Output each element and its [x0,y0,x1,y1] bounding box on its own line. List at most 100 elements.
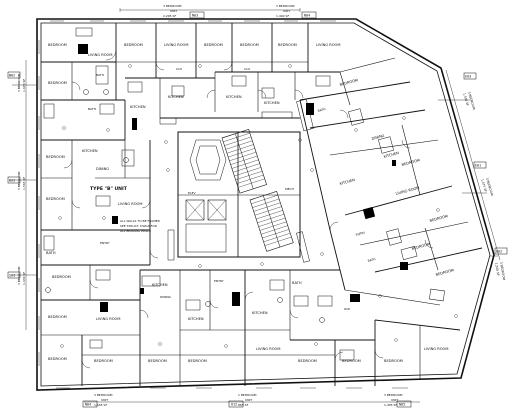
room-label-bath: BATH [46,251,56,255]
room-label-bedroom: BEDROOM [204,43,223,47]
unit-tag-line: 1,565 SF [494,262,500,276]
room-label-living-room: LIVING ROOM [316,43,340,47]
room-label-laundry: W/D [344,307,351,311]
room-labels: BEDROOM LIVING ROOM BEDROOM LIVING ROOM … [46,43,454,363]
unit-tag-line: UNIT [391,398,398,402]
room-label-bedroom: BEDROOM [240,43,259,47]
core-note: ALL WALLS TO BE FRAMED SEE STRUCT. DWGS … [120,219,161,233]
unit-tag-line: UNIT [101,398,108,402]
unit-type-label: TYPE "B" UNIT [90,186,128,192]
room-label-living-room: LIVING ROOM [164,43,188,47]
unit-code: N05 [399,403,405,407]
room-label-bath: BATH [317,107,326,113]
room-label-kitchen: KITCHEN [264,101,280,105]
unit-code: E01 [475,164,481,168]
unit-tag-line: 3 BEDROOM [485,177,494,196]
room-label-bedroom: BEDROOM [46,197,65,201]
solid-elements [78,44,408,312]
room-label-bedroom: BEDROOM [52,275,71,279]
room-label: MECH [285,187,294,191]
callout-markers [58,64,458,348]
note-line: ALL BEARING WALLS [120,229,151,233]
room-label-living-room: LIVING ROOM [256,347,280,351]
room-label-bedroom: BEDROOM [342,359,361,363]
unit-tag-line: 1 BEDROOM [238,393,257,397]
unit-tag-line: 3 BEDROOM [384,393,403,397]
fixtures [43,27,445,361]
unit-code: N04 [85,403,91,407]
interior-walls [41,23,483,386]
unit-code: W02 [9,74,15,78]
unit-tag-line: 3 BEDROOM [94,393,113,397]
room-label-kitchen: KITCHEN [82,149,98,153]
unit-tag-line: 1,565 SF [22,177,26,190]
note-line: ALL WALLS TO BE FRAMED [120,219,161,223]
unit-code: N04 [304,14,310,18]
unit-tag-bottom-right: 3 BEDROOM UNIT 1,405 SF N05 [384,393,412,408]
unit-tag-left-1: 3 BEDROOM 1,670 SF [17,73,26,92]
unit-tag-line: 1,500 SF [462,93,470,107]
room-label-kitchen: KITCHEN [383,151,399,159]
unit-tag-line: 1,670 SF [22,79,26,92]
unit-tag-line: UNIT [245,398,252,402]
room-label-dining: DINING [160,295,172,299]
room-label-bedroom: BEDROOM [278,43,297,47]
room-label-living-room: LIVING ROOM [118,202,142,206]
room-label-entry: ENTRY [214,279,224,283]
room-label-bath: BATH [367,257,376,263]
dimension-lines [12,8,501,403]
unit-tag-left-3: 3 BEDROOM 1,430 SF [17,266,26,285]
room-label-bedroom: BEDROOM [188,359,207,363]
lobby-outline [189,139,227,181]
windows [38,20,408,389]
room-label: ELEV [188,191,196,195]
unit-code: N03 [192,14,198,18]
room-label-bedroom: BEDROOM [48,81,67,85]
unit-tag-right-1: 3 BEDROOM 1,500 SF [462,91,476,110]
unit-tag-line: 1,430 SF [22,272,26,285]
room-label-entry: ENTRY [100,241,110,245]
room-label-living-room: LIVING ROOM [395,186,420,196]
room-label-bedroom: BEDROOM [339,78,358,87]
unit-tag-bottom-mid: 1 BEDROOM UNIT 865 SF A12 [228,393,257,408]
room-label-bedroom: BEDROOM [48,357,67,361]
unit-tag-top-left: 3 BEDROOM UNIT 2,295 SF N03 [163,4,205,19]
room-label-bedroom: BEDROOM [124,43,143,47]
room-label-kitchen: KITCHEN [188,317,204,321]
room-label-bedroom: BEDROOM [384,359,403,363]
unit-code: A12 [231,403,237,407]
unit-code: E03 [465,75,471,79]
room-label-bedroom: BEDROOM [48,315,67,319]
room-label-bedroom: BEDROOM [435,268,454,277]
room-label-living-room: LIVING ROOM [424,347,448,351]
central-core: ELEV MECH [177,128,301,258]
room-label-kitchen: KITCHEN [130,105,146,109]
room-label-bedroom: BEDROOM [298,359,317,363]
unit-tag-left-2: 3 BEDROOM 1,565 SF [17,171,26,190]
unit-tag-bottom-left: 3 BEDROOM UNIT 1,645 SF N04 [82,393,113,408]
unit-tag-line: 1,405 SF [384,403,397,407]
unit-code: S01 [9,274,15,278]
unit-tag-line: 2,295 SF [163,14,176,18]
room-label-bedroom: BEDROOM [401,158,420,167]
room-label-bedroom: BEDROOM [411,242,430,251]
unit-tag-line: 3 BEDROOM [163,4,182,8]
room-label-bath: BATH [88,107,96,111]
room-label-bath: BATH [96,73,104,77]
room-label-kitchen: KITCHEN [252,311,268,315]
unit-tag-right-3: 3 BEDROOM 1,565 SF [494,261,506,280]
room-label-kitchen: KITCHEN [168,95,184,99]
unit-tag-line: 865 SF [238,403,249,407]
unit-tag-line: 3 BEDROOM [276,4,295,8]
note-line: SEE STRUCT. DWGS FOR [120,224,157,228]
unit-tags: 3 BEDROOM UNIT 2,295 SF N03 3 BEDROOM UN… [7,4,508,408]
room-label-closet: CLO [244,67,251,71]
room-label-living-room: LIVING ROOM [88,53,112,57]
unit-tag-line: 3 BEDROOM [17,266,21,285]
door-swings [63,49,434,369]
unit-tag-line: UNIT [283,9,290,13]
elevator-shafts [185,199,227,253]
room-label-entry: ENTRY [355,231,366,237]
unit-code: E02 [496,250,502,254]
